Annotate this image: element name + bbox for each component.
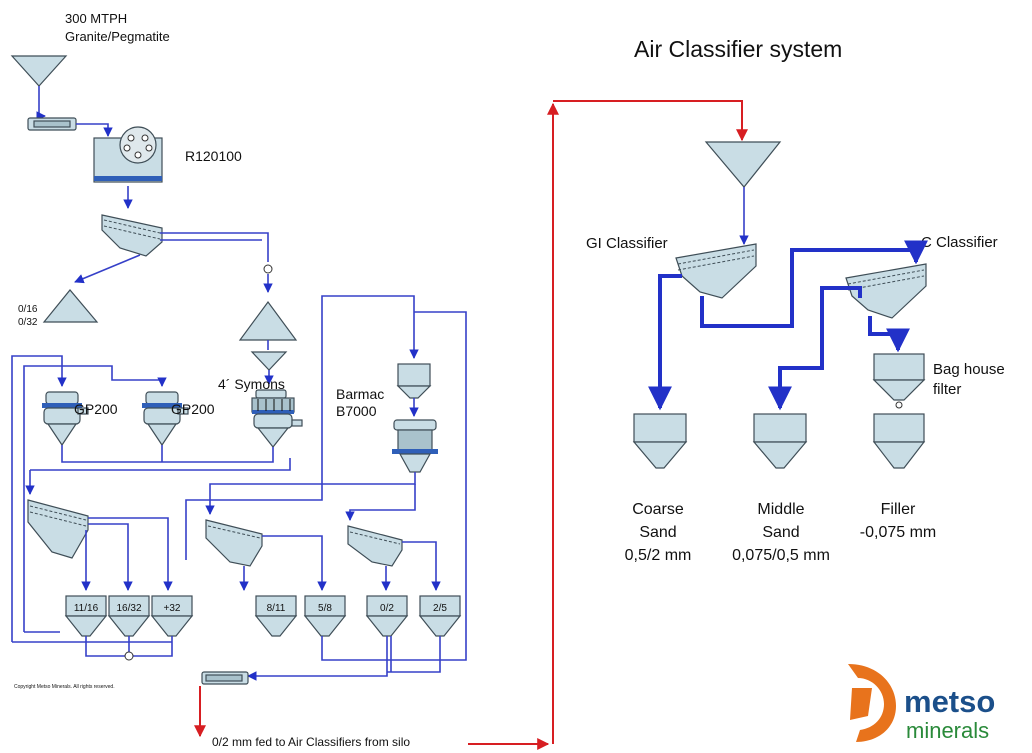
feed-hopper — [10, 55, 68, 87]
secondary-screen-1 — [27, 499, 89, 559]
secondary-screen-3 — [347, 525, 403, 567]
middle-label-2: Sand — [762, 524, 799, 541]
middle-label-3: 0,075/0,5 mm — [732, 547, 830, 564]
red-transfer-to-feed — [553, 100, 748, 142]
symons-cone-crusher — [251, 389, 303, 448]
filler-valve — [895, 401, 903, 409]
silo-label-11-16: 11/16 — [74, 603, 99, 614]
silo-label-16-32: 16/32 — [116, 603, 141, 614]
silo-11-16 — [64, 595, 108, 637]
metso-logo: metso minerals — [848, 664, 995, 743]
air-system-title: Air Classifier system — [634, 36, 842, 62]
silo-5-8 — [303, 595, 347, 637]
gi-classifier-label: GI Classifier — [586, 235, 668, 252]
stockpile-label-1: 0/16 — [18, 304, 38, 315]
coarse-label-3: 0,5/2 mm — [625, 547, 692, 564]
logo-word-minerals: minerals — [906, 718, 989, 743]
transfer-feeder — [201, 671, 249, 685]
jaw-crusher — [93, 126, 163, 183]
barmac-label-1: Barmac — [336, 386, 384, 402]
stockpile-0-16 — [42, 289, 99, 323]
logo-word-metso: metso — [904, 684, 995, 719]
barmac-feed-bin — [396, 363, 432, 399]
feed-rate-label: 300 MTPH — [65, 11, 127, 26]
symons-label: 4´ Symons — [218, 376, 285, 392]
secondary-screen-2 — [205, 519, 263, 567]
bag-house-label-1: Bag house — [933, 361, 1005, 378]
primary-screen — [101, 214, 163, 257]
barmac-label-2: B7000 — [336, 403, 377, 419]
air-feed-hopper — [704, 141, 782, 188]
silo-label-2-5: 2/5 — [433, 603, 447, 614]
filler-label-1: Filler — [881, 501, 916, 518]
filler-label-2: -0,075 mm — [860, 524, 936, 541]
coarse-label-2: Sand — [639, 524, 676, 541]
transfer-note: 0/2 mm fed to Air Classifiers from silo — [212, 735, 410, 749]
silo-2-5 — [418, 595, 462, 637]
silo-plus-32 — [150, 595, 194, 637]
c-classifier-label: C Classifier — [921, 234, 998, 251]
silo-label-plus-32: +32 — [164, 603, 181, 614]
gp200-label-1: GP200 — [74, 401, 118, 417]
symons-feed-hopper — [250, 351, 288, 371]
silo-middle-sand — [752, 413, 808, 469]
splitter-dot — [263, 264, 273, 274]
gp200-cone-crusher-2 — [142, 391, 189, 447]
feed-material-label: Granite/Pegmatite — [65, 29, 170, 44]
coarse-label-1: Coarse — [632, 501, 684, 518]
silo-16-32 — [107, 595, 151, 637]
silo-label-0-2: 0/2 — [380, 603, 394, 614]
bag-house-label-2: filter — [933, 381, 961, 398]
silo-coarse-sand — [632, 413, 688, 469]
barmac-vsi-crusher — [392, 419, 438, 473]
middle-label-1: Middle — [757, 501, 804, 518]
surge-pile — [238, 300, 298, 341]
copyright-text: Copyright Metso Minerals. All rights res… — [14, 684, 115, 690]
silo-label-5-8: 5/8 — [318, 603, 332, 614]
stockpile-label-2: 0/32 — [18, 317, 38, 328]
silo-8-11 — [254, 595, 298, 637]
silo-label-8-11: 8/11 — [267, 603, 286, 614]
gp200-cone-crusher-1 — [42, 391, 89, 447]
plant-flow-lines — [11, 295, 467, 681]
gi-classifier — [675, 243, 757, 299]
silo-filler — [872, 413, 926, 469]
jaw-crusher-label: R120100 — [185, 148, 242, 164]
silo-0-2 — [365, 595, 409, 637]
metso-swoosh-icon — [848, 664, 896, 742]
gp200-label-2: GP200 — [171, 401, 215, 417]
vibrating-feeder — [27, 117, 77, 131]
bag-house-filter — [872, 353, 926, 401]
